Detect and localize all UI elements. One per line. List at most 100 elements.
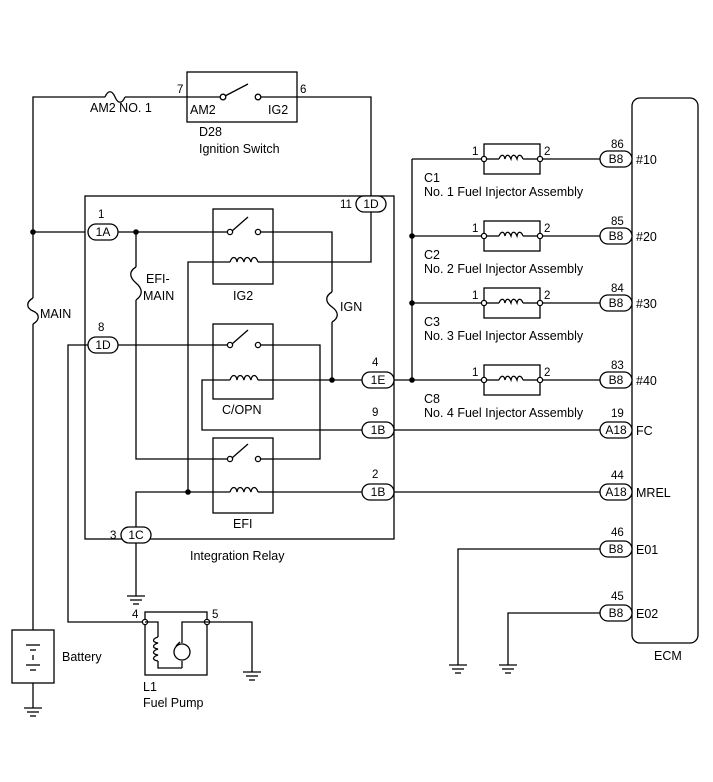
ig2-relay: IG2 xyxy=(212,208,274,303)
svg-text:85: 85 xyxy=(611,216,624,228)
battery-label: Battery xyxy=(62,650,102,664)
integration-relay-box xyxy=(84,195,395,540)
svg-text:4: 4 xyxy=(372,357,379,369)
junction-dot xyxy=(185,489,191,495)
ecm-connector-e02: B8 45 E02 xyxy=(599,591,658,622)
efi-main-label-line1: EFI- xyxy=(146,272,170,286)
svg-text:3: 3 xyxy=(110,530,116,542)
svg-text:84: 84 xyxy=(611,283,624,295)
efi-relay: EFI xyxy=(212,437,274,531)
svg-text:2: 2 xyxy=(372,469,378,481)
ignition-switch: AM2 IG2 7 6 D28 Ignition Switch xyxy=(177,71,306,156)
main-fuse: MAIN xyxy=(27,297,71,325)
ignition-pin-7: 7 xyxy=(177,84,183,96)
svg-text:11: 11 xyxy=(340,199,352,211)
injector-pin-in: 1 xyxy=(472,367,478,379)
ecm-box xyxy=(631,97,699,644)
svg-text:B8: B8 xyxy=(609,296,624,310)
main-supply-wire xyxy=(32,96,187,708)
svg-text:1B: 1B xyxy=(371,485,386,499)
svg-text:B8: B8 xyxy=(609,606,624,620)
fuel-pump-pin-4: 4 xyxy=(132,609,139,621)
svg-text:1D: 1D xyxy=(363,197,379,211)
e02-ground-icon xyxy=(499,664,517,674)
connector-1e: 1E 4 xyxy=(361,357,395,389)
ig2-relay-label: IG2 xyxy=(233,289,253,303)
connector-1d-top: 1D 11 xyxy=(340,195,387,213)
fuel-pump-name: Fuel Pump xyxy=(143,696,203,710)
svg-text:19: 19 xyxy=(611,408,624,420)
injector-pin-in: 1 xyxy=(472,146,478,158)
efi-main-fuse: EFI- MAIN xyxy=(130,266,174,303)
svg-text:#30: #30 xyxy=(636,297,657,311)
am2-fuse-label: AM2 NO. 1 xyxy=(90,101,152,115)
injector-pin-in: 1 xyxy=(472,223,478,235)
integration-relay-label: Integration Relay xyxy=(190,549,285,563)
e01-ground-icon xyxy=(449,664,467,674)
junction-dot xyxy=(133,229,139,235)
injector-pin-out: 2 xyxy=(544,367,550,379)
ignition-am2-terminal: AM2 xyxy=(190,103,216,117)
injector-name: No. 4 Fuel Injector Assembly xyxy=(424,406,584,420)
svg-text:9: 9 xyxy=(372,407,378,419)
connector-1c: 1C 3 xyxy=(110,526,152,544)
svg-text:#10: #10 xyxy=(636,153,657,167)
svg-text:1B: 1B xyxy=(371,423,386,437)
svg-text:1: 1 xyxy=(98,209,104,221)
ign-fuse-label: IGN xyxy=(340,300,362,314)
svg-text:8: 8 xyxy=(98,322,104,334)
injector-code: C8 xyxy=(424,392,440,406)
copn-relay: C/OPN xyxy=(212,323,274,417)
ignition-switch-name: Ignition Switch xyxy=(199,142,280,156)
junction-dot xyxy=(329,377,335,383)
svg-text:E02: E02 xyxy=(636,607,658,621)
battery: Battery xyxy=(11,629,102,684)
junction-dot xyxy=(30,229,36,235)
ignition-switch-code: D28 xyxy=(199,125,222,139)
fuel-pump-pin-5: 5 xyxy=(212,609,218,621)
fuel-pump-ground-wire xyxy=(207,621,253,672)
svg-text:#40: #40 xyxy=(636,374,657,388)
connector-1a: 1A 1 xyxy=(87,209,119,241)
copn-relay-label: C/OPN xyxy=(222,403,262,417)
injector-pin-in: 1 xyxy=(472,290,478,302)
main-fuse-label: MAIN xyxy=(40,307,71,321)
injector-pin-out: 2 xyxy=(544,223,550,235)
svg-text:B8: B8 xyxy=(609,152,624,166)
injector-code: C2 xyxy=(424,248,440,262)
injector-code: C1 xyxy=(424,171,440,185)
ecm-connector-mrel: A18 44 MREL xyxy=(599,470,671,501)
svg-text:MREL: MREL xyxy=(636,486,671,500)
injector-pin-out: 2 xyxy=(544,290,550,302)
svg-text:45: 45 xyxy=(611,591,624,603)
ig2-feed-wire xyxy=(297,96,372,196)
svg-text:B8: B8 xyxy=(609,229,624,243)
svg-text:A18: A18 xyxy=(605,485,627,499)
connector-1d-left: 1D 8 xyxy=(87,322,119,354)
injector-name: No. 3 Fuel Injector Assembly xyxy=(424,329,584,343)
ignition-ig2-terminal: IG2 xyxy=(268,103,288,117)
injector-pin-out: 2 xyxy=(544,146,550,158)
svg-text:86: 86 xyxy=(611,139,624,151)
svg-text:1D: 1D xyxy=(95,338,111,352)
fuel-pump: 4 5 L1 Fuel Pump xyxy=(132,609,218,710)
svg-text:44: 44 xyxy=(611,470,624,482)
svg-text:E01: E01 xyxy=(636,543,658,557)
connector-1b-fc: 1B 9 xyxy=(361,407,395,439)
svg-text:83: 83 xyxy=(611,360,624,372)
fuel-pump-ground-icon xyxy=(243,671,261,681)
am2-fuse: AM2 NO. 1 xyxy=(90,91,152,115)
svg-text:B8: B8 xyxy=(609,542,624,556)
ecm-connector-fc: A18 19 FC xyxy=(599,408,653,439)
connector-1b-efi: 1B 2 xyxy=(361,469,395,501)
injector-name: No. 2 Fuel Injector Assembly xyxy=(424,262,584,276)
svg-text:46: 46 xyxy=(611,527,624,539)
